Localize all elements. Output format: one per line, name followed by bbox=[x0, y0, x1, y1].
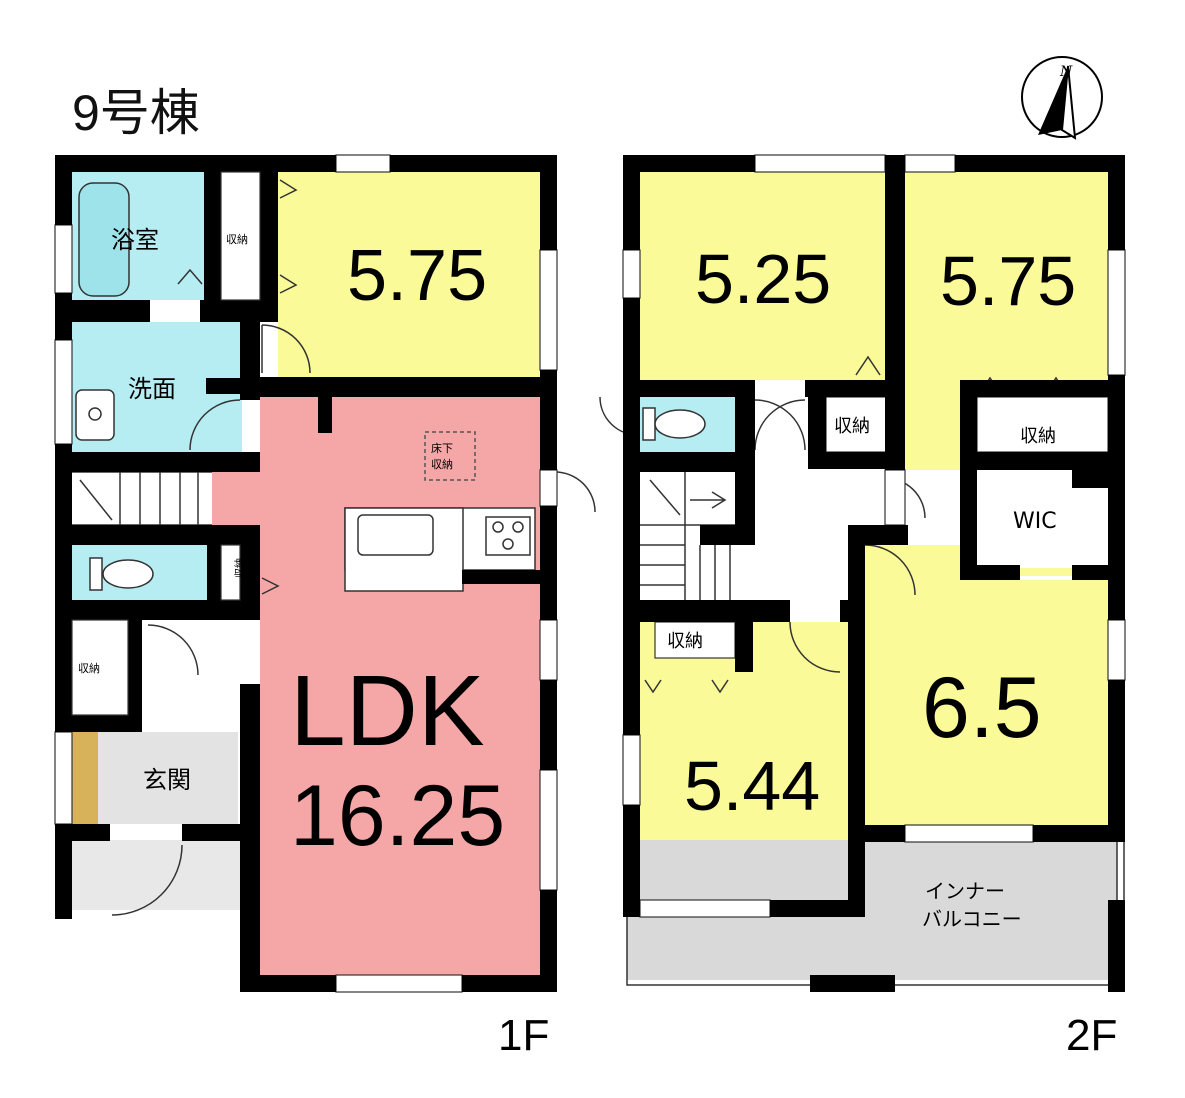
ldk-label: LDK bbox=[290, 655, 485, 767]
entrance-label: 玄関 bbox=[143, 766, 191, 794]
washroom-label: 洗面 bbox=[128, 375, 176, 403]
stairs-1f bbox=[72, 471, 212, 526]
bed1-fill bbox=[640, 172, 885, 380]
toilet-2f-bowl-icon bbox=[654, 409, 706, 439]
storage-c-label: 収納 bbox=[667, 631, 703, 652]
north-label: N bbox=[1059, 64, 1073, 80]
first-floor-plan: 浴室 洗面 収納 収納 収納 床下収納 5.75 LDK 16.25 玄関 1F bbox=[54, 154, 596, 1060]
bedroom-1f-size: 5.75 bbox=[347, 236, 487, 316]
bed2-size: 5.75 bbox=[940, 242, 1076, 320]
walls-1f bbox=[55, 155, 557, 992]
door-swings-2f bbox=[599, 355, 1072, 694]
windows-2f bbox=[622, 154, 1126, 918]
toilet-tank-icon bbox=[89, 557, 103, 591]
toilet-bowl-icon bbox=[102, 559, 154, 589]
wic-label: WIC bbox=[1013, 509, 1057, 534]
wash-basin-icon bbox=[75, 389, 115, 441]
floor-1f-label: 1F bbox=[498, 1011, 549, 1060]
bed4-fill bbox=[865, 545, 1108, 825]
bed2-fill bbox=[905, 172, 1108, 470]
storage-b-label: 収納 bbox=[1020, 426, 1056, 447]
stairs-2f bbox=[640, 472, 735, 600]
bed3-size: 5.44 bbox=[684, 747, 820, 825]
balcony-label: インナーバルコニー bbox=[922, 879, 1022, 931]
bedroom-1f-fill bbox=[278, 172, 540, 378]
bath-label: 浴室 bbox=[111, 226, 159, 254]
toilet-2f-tank-icon bbox=[642, 407, 656, 441]
porch-floor bbox=[72, 840, 240, 910]
underfloor-storage-label: 床下収納 bbox=[431, 441, 453, 471]
bed1-size: 5.25 bbox=[695, 240, 831, 318]
walls-2f bbox=[623, 155, 1125, 992]
floor-2f-label: 2F bbox=[1066, 1011, 1117, 1060]
bed4-size: 6.5 bbox=[922, 660, 1042, 756]
toilet-storage-label: 収納 bbox=[233, 558, 246, 578]
sink-icon bbox=[357, 514, 434, 556]
ldk-size: 16.25 bbox=[290, 768, 505, 864]
bathtub-icon bbox=[78, 182, 130, 297]
closet-storage-label: 収納 bbox=[226, 233, 248, 246]
second-floor-plan: 5.25 5.75 5.44 6.5 収納 収納 収納 WIC インナーバルコニ… bbox=[599, 154, 1126, 1060]
building-title: 9号棟 bbox=[72, 85, 200, 141]
shoe-cabinet-wood bbox=[72, 732, 98, 824]
north-compass-icon: N bbox=[1021, 56, 1103, 140]
door-swings-1f bbox=[111, 179, 596, 916]
entrance-floor bbox=[98, 732, 238, 824]
underfloor-storage-box bbox=[424, 431, 476, 481]
storage-a-label: 収納 bbox=[834, 416, 870, 437]
entry-storage-label: 収納 bbox=[78, 662, 100, 675]
